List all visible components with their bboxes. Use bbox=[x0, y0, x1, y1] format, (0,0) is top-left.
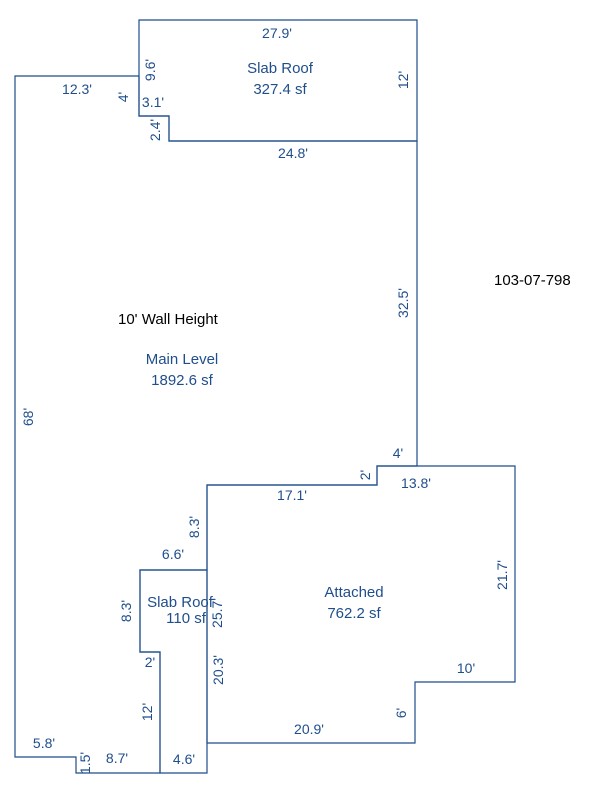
dim-8-3-b: 8.3' bbox=[118, 600, 134, 622]
dim-8-3-a: 8.3' bbox=[186, 516, 202, 538]
dim-2-mid: 2' bbox=[357, 470, 373, 480]
dim-12-low: 12' bbox=[139, 703, 155, 721]
dim-9-6: 9.6' bbox=[142, 59, 158, 81]
parcel-id: 103-07-798 bbox=[494, 272, 571, 289]
dim-1-5: 1.5' bbox=[77, 752, 93, 774]
dim-12-top: 12' bbox=[395, 71, 411, 89]
slab-roof-top-name: Slab Roof bbox=[247, 60, 314, 77]
dim-32-5: 32.5' bbox=[395, 288, 411, 318]
main-level-name: Main Level bbox=[146, 351, 219, 368]
slab-roof-bottom-area: 110 sf bbox=[166, 610, 207, 627]
attached-outline bbox=[206, 465, 516, 744]
wall-height-note: 10' Wall Height bbox=[118, 311, 219, 328]
dim-10: 10' bbox=[457, 660, 475, 676]
dim-13-8: 13.8' bbox=[401, 475, 431, 491]
dim-2-low: 2' bbox=[145, 654, 155, 670]
slab-roof-bottom-name: Slab Roof bbox=[147, 594, 214, 611]
dim-6-6: 6.6' bbox=[162, 546, 184, 562]
attached-name: Attached bbox=[324, 584, 383, 601]
dim-12-3: 12.3' bbox=[62, 81, 92, 97]
dim-68: 68' bbox=[20, 408, 36, 426]
dim-4-mid: 4' bbox=[393, 445, 403, 461]
main-level-area: 1892.6 sf bbox=[151, 372, 214, 389]
dim-20-3: 20.3' bbox=[210, 655, 226, 685]
dim-24-8: 24.8' bbox=[278, 145, 308, 161]
dim-4-6: 4.6' bbox=[173, 751, 195, 767]
dim-8-7: 8.7' bbox=[106, 750, 128, 766]
dim-6: 6' bbox=[393, 708, 409, 718]
dim-25-7: 25.7' bbox=[209, 598, 225, 628]
dim-20-9: 20.9' bbox=[294, 721, 324, 737]
slab-roof-top-outline bbox=[138, 19, 418, 142]
dim-4-top: 4' bbox=[115, 92, 131, 102]
dim-27-9: 27.9' bbox=[262, 25, 292, 41]
attached-area: 762.2 sf bbox=[327, 605, 381, 622]
dim-3-1: 3.1' bbox=[142, 94, 164, 110]
dim-21-7: 21.7' bbox=[494, 560, 510, 590]
dim-17-1: 17.1' bbox=[277, 487, 307, 503]
slab-roof-bottom-outline bbox=[139, 569, 208, 774]
slab-roof-top-area: 327.4 sf bbox=[253, 81, 307, 98]
dim-5-8: 5.8' bbox=[33, 735, 55, 751]
dim-2-4: 2.4' bbox=[147, 119, 163, 141]
